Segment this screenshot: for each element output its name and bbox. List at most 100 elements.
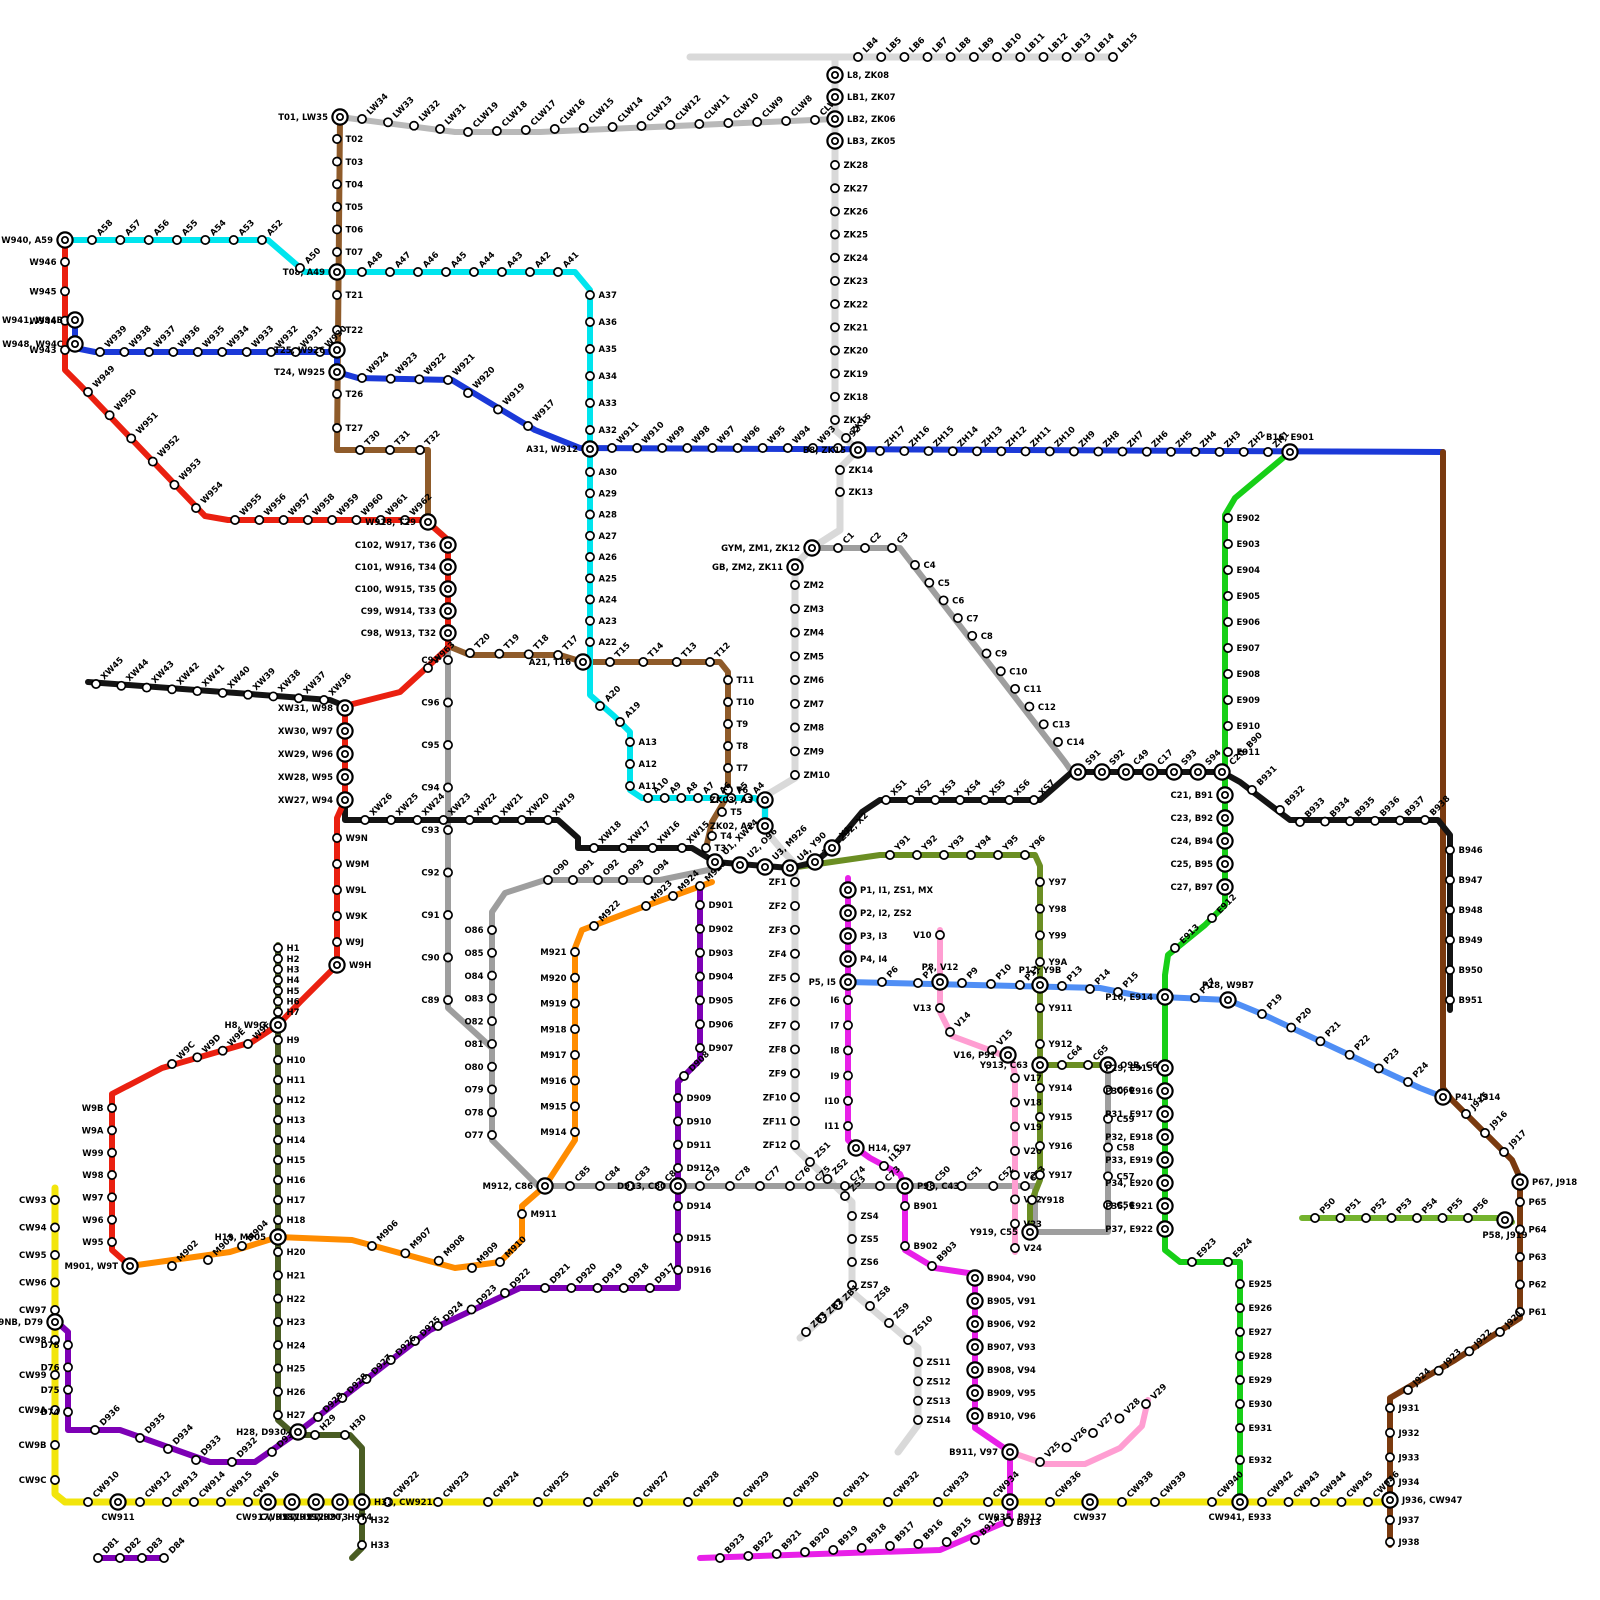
station-zk28: ZK28 bbox=[830, 160, 868, 171]
station-d903: D903 bbox=[695, 947, 733, 959]
station-marker bbox=[273, 1215, 283, 1225]
station-zm6: ZM6 bbox=[790, 675, 824, 686]
station-h17: H17 bbox=[273, 1195, 306, 1206]
station-b948: B948 bbox=[1445, 905, 1483, 916]
station-marker bbox=[899, 52, 910, 62]
station-lb1-zk07: LB1, ZK07 bbox=[826, 88, 896, 106]
station-label: H18 bbox=[287, 1216, 306, 1226]
station-label: ZK23 bbox=[844, 277, 869, 287]
station-zf5: ZF5 bbox=[769, 972, 800, 984]
station-marker bbox=[1445, 905, 1455, 915]
station-label: CW937 bbox=[1073, 1513, 1106, 1523]
station-marker bbox=[1170, 943, 1180, 953]
station-marker bbox=[50, 1305, 60, 1315]
station-marker bbox=[877, 977, 887, 987]
station-a36: A36 bbox=[585, 317, 617, 328]
station-marker bbox=[1345, 816, 1355, 827]
station-marker bbox=[593, 875, 603, 885]
station-label: E931 bbox=[1249, 1424, 1273, 1434]
station-marker bbox=[383, 117, 393, 128]
station-label: CW94 bbox=[19, 1224, 47, 1234]
station-t5: T5 bbox=[717, 807, 743, 818]
station-zm8: ZM8 bbox=[790, 722, 824, 734]
station-label: J934 bbox=[1398, 1478, 1420, 1488]
station-marker bbox=[625, 737, 635, 747]
station-marker bbox=[643, 875, 653, 885]
station-cw94: CW94 bbox=[19, 1222, 60, 1234]
station-marker bbox=[340, 1430, 350, 1440]
station-marker bbox=[659, 793, 670, 803]
station-label: C98, W913, T32 bbox=[361, 629, 436, 639]
station-c60: C60 bbox=[1103, 1085, 1135, 1096]
station-label: T5 bbox=[731, 808, 743, 818]
station-h10: H10 bbox=[273, 1055, 306, 1066]
station-p2-i2-zs2: P2, I2, ZS2 bbox=[839, 904, 912, 922]
station-marker bbox=[956, 1181, 967, 1191]
station-c25-b95: C25, B95 bbox=[1170, 855, 1234, 873]
station-label: H20 bbox=[287, 1248, 306, 1258]
station-marker bbox=[657, 443, 668, 453]
station-label: B904, V90 bbox=[987, 1274, 1036, 1284]
station-marker bbox=[723, 719, 733, 729]
station-marker bbox=[835, 465, 845, 475]
station-cw98: CW98 bbox=[19, 1335, 60, 1346]
station-marker bbox=[1020, 1181, 1030, 1191]
interchange-marker-inner bbox=[293, 1428, 302, 1437]
station-i10: I10 bbox=[825, 1095, 853, 1107]
station-c10: C10 bbox=[995, 666, 1027, 677]
station-label: H11 bbox=[287, 1076, 306, 1086]
station-y919-c55: Y919, C55 bbox=[969, 1223, 1039, 1241]
station-marker bbox=[585, 530, 595, 541]
station-marker bbox=[833, 543, 843, 553]
station-a21-t16: A21, T16 bbox=[529, 653, 592, 671]
station-marker bbox=[841, 433, 851, 443]
station-a31-w912: A31, W912 bbox=[526, 440, 599, 458]
station-d905: D905 bbox=[695, 995, 733, 1007]
station-label: I8 bbox=[830, 1047, 839, 1057]
interchange-marker-inner bbox=[61, 235, 70, 244]
station-label: B947 bbox=[1459, 876, 1483, 886]
station-p30-e916: P30, E916 bbox=[1105, 1082, 1174, 1100]
station-marker bbox=[443, 910, 453, 920]
station-marker bbox=[843, 1045, 853, 1056]
station-label: O9B, C66 bbox=[1120, 1061, 1164, 1071]
interchange-marker-inner bbox=[971, 1297, 980, 1306]
interchange-marker-inner bbox=[1146, 768, 1155, 777]
station-b16-e901: B16, E901 bbox=[1266, 433, 1314, 461]
station-label: Y918 bbox=[1040, 1196, 1065, 1206]
station-marker bbox=[1420, 815, 1430, 825]
interchange-marker-inner bbox=[340, 750, 349, 759]
station-marker bbox=[790, 1020, 800, 1031]
station-marker bbox=[987, 1045, 997, 1055]
station-v20: V20 bbox=[1010, 1145, 1042, 1157]
station-marker bbox=[115, 235, 126, 245]
station-marker bbox=[570, 1127, 580, 1137]
station-marker bbox=[673, 1163, 683, 1173]
station-label: Y913, C63 bbox=[979, 1061, 1028, 1071]
station-label: B911, V97 bbox=[949, 1448, 998, 1458]
station-d75: D75 bbox=[41, 1384, 73, 1396]
station-marker bbox=[655, 1181, 665, 1191]
station-marker bbox=[1235, 1279, 1245, 1289]
station-label: CW919, H9T3 bbox=[284, 1513, 348, 1523]
interchange-marker-inner bbox=[1161, 1110, 1170, 1119]
station-label: A24 bbox=[599, 596, 617, 606]
station-marker bbox=[883, 1497, 893, 1507]
station-marker bbox=[986, 979, 996, 989]
station-marker bbox=[853, 52, 863, 62]
station-marker bbox=[243, 1497, 253, 1507]
station-c11: C11 bbox=[1010, 683, 1042, 695]
station-marker bbox=[607, 122, 618, 132]
station-marker bbox=[1010, 683, 1021, 694]
station-marker bbox=[1223, 539, 1233, 549]
station-label: D914 bbox=[687, 1202, 712, 1212]
station-e904: E904 bbox=[1223, 565, 1260, 576]
station-marker bbox=[172, 235, 182, 245]
station-cw9c: CW9C bbox=[19, 1475, 60, 1486]
station-marker bbox=[107, 1192, 117, 1203]
station-marker bbox=[1035, 903, 1045, 914]
station-label: A36 bbox=[599, 318, 617, 328]
station-xw29-w96: XW29, W96 bbox=[278, 745, 354, 763]
station-marker bbox=[589, 921, 599, 931]
station-label: T9 bbox=[737, 720, 749, 730]
